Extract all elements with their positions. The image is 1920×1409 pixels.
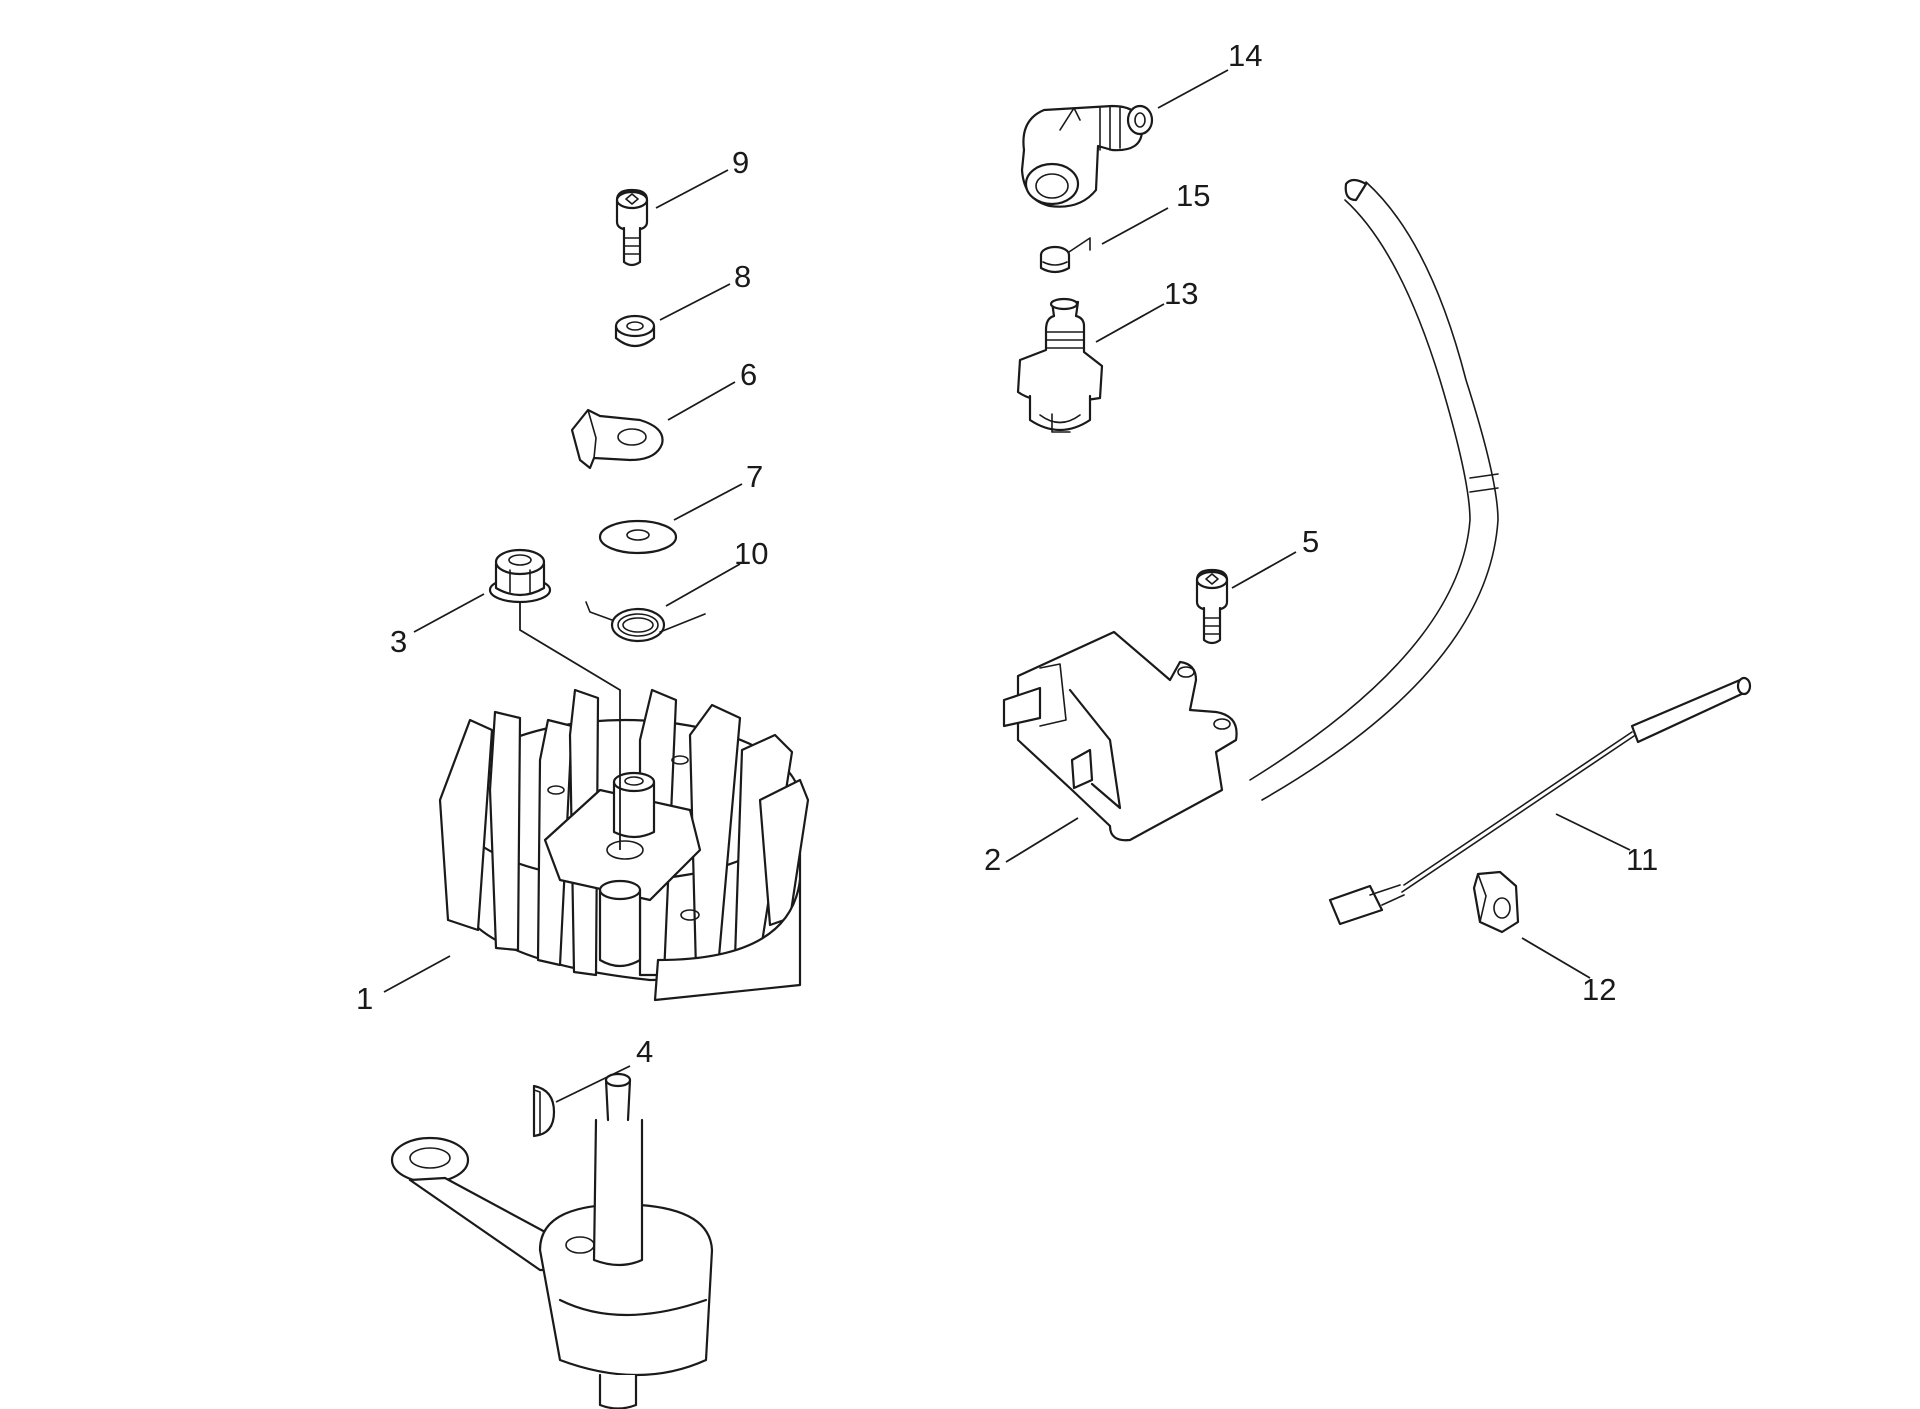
part-2-ignition-coil[interactable] (1002, 178, 1499, 842)
part-6-bracket[interactable] (570, 408, 664, 470)
callout-15: 15 (1176, 178, 1210, 213)
callout-9: 9 (732, 145, 749, 180)
callout-12: 12 (1582, 972, 1616, 1007)
part-10-spring[interactable] (585, 601, 706, 643)
part-4-woodruff-key[interactable] (532, 1084, 556, 1138)
callout-labels: 9 8 6 7 10 3 1 4 14 15 13 5 2 11 12 (356, 38, 1658, 1069)
leader-lines (383, 69, 1631, 1103)
callout-3: 3 (390, 624, 407, 659)
callout-14: 14 (1228, 38, 1262, 73)
part-7-washer[interactable] (598, 519, 678, 555)
callout-6: 6 (740, 357, 757, 392)
part-13-spark-plug[interactable] (1016, 297, 1104, 433)
callout-11: 11 (1626, 842, 1658, 877)
callout-2: 2 (984, 842, 1001, 877)
part-3-nut[interactable] (488, 548, 552, 604)
part-14-plug-boot[interactable] (1020, 104, 1154, 208)
part-12-grommet[interactable] (1472, 870, 1520, 934)
callout-10: 10 (734, 536, 768, 571)
assembly-line (519, 602, 621, 850)
part-5-bolt[interactable] (1195, 568, 1229, 645)
part-1-flywheel[interactable] (438, 688, 810, 1002)
part-8-spacer[interactable] (614, 314, 656, 348)
callout-7: 7 (746, 459, 763, 494)
part-15-spring-contact[interactable] (1039, 237, 1091, 274)
crankshaft-assembly (390, 1072, 714, 1409)
callout-1: 1 (356, 981, 373, 1016)
callout-4: 4 (636, 1034, 653, 1069)
part-9-bolt[interactable] (615, 188, 649, 267)
callout-5: 5 (1302, 524, 1319, 559)
part-11-ground-wire[interactable] (1328, 676, 1752, 926)
callout-13: 13 (1164, 276, 1198, 311)
callout-8: 8 (734, 259, 751, 294)
